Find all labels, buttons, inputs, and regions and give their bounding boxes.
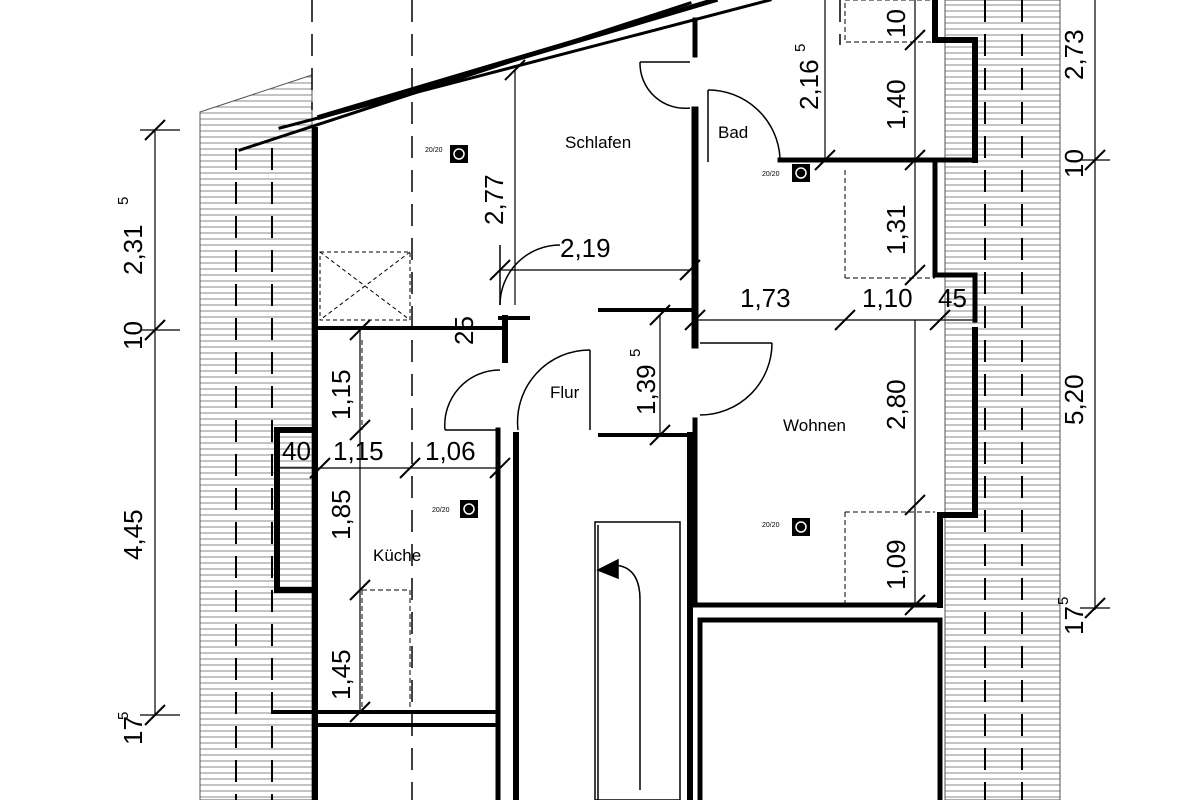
doors [444, 61, 781, 431]
roof-dashed-lines [311, 0, 841, 800]
vent-marker-kueche: 20/20 [432, 500, 478, 518]
dim-right-273: 2,73 [1059, 29, 1089, 80]
dim-kueche-185: 1,85 [326, 489, 356, 540]
dim-left-445: 4,45 [118, 509, 148, 560]
dim-left-10: 10 [118, 321, 148, 350]
room-label-kueche: Küche [373, 546, 421, 565]
opening-lines [361, 0, 936, 712]
dim-wohnen-109: 1,09 [881, 539, 911, 590]
dim-right-175: 17 [1059, 606, 1089, 635]
dim-kueche-145: 1,45 [326, 649, 356, 700]
vent-marker-schlafen: 20/20 [425, 145, 468, 163]
dim-bad-140: 1,40 [881, 79, 911, 130]
dim-kueche-115v: 1,15 [326, 369, 356, 420]
dim-left-175-sup: 5 [115, 712, 132, 720]
dimension-lines [140, 0, 1110, 716]
dim-flur-25: 25 [449, 316, 479, 345]
stair [594, 521, 681, 800]
roof-hatch-right [944, 0, 1061, 800]
dim-top-10: 10 [881, 9, 911, 38]
dim-left-2315-sup: 5 [115, 197, 132, 205]
dim-bad-2165: 2,16 [794, 59, 824, 110]
skylight [319, 251, 411, 321]
dim-wohnen-280: 2,80 [881, 379, 911, 430]
dim-kueche-40: 40 [282, 436, 311, 466]
dim-kueche-106: 1,06 [425, 436, 476, 466]
dim-wohnen-45: 45 [938, 283, 967, 313]
svg-text:20/20: 20/20 [762, 522, 780, 529]
vent-marker-wohnen: 20/20 [762, 518, 810, 536]
dim-right-175-sup: 5 [1055, 597, 1072, 605]
roof-hatch-left [199, 74, 313, 800]
walls [238, 0, 978, 800]
svg-text:20/20: 20/20 [762, 171, 780, 178]
room-label-bad: Bad [718, 123, 748, 142]
dimension-ticks [144, 29, 1106, 726]
room-label-flur: Flur [550, 383, 580, 402]
svg-text:20/20: 20/20 [425, 147, 443, 154]
dim-right-10: 10 [1059, 149, 1089, 178]
dim-schlafen-277: 2,77 [479, 174, 509, 225]
dim-left-2315: 2,31 [118, 224, 148, 275]
dim-right-520: 5,20 [1059, 374, 1089, 425]
dim-flur-1395-sup: 5 [627, 349, 644, 357]
dim-wohnen-110: 1,10 [862, 283, 913, 313]
dim-kueche-115h: 1,15 [333, 436, 384, 466]
dim-left-175: 17 [118, 716, 148, 745]
dim-bad-131: 1,31 [881, 204, 911, 255]
dim-bad-2165-sup: 5 [792, 44, 809, 52]
dim-wohnen-173: 1,73 [740, 283, 791, 313]
dim-schlafen-219: 2,19 [560, 233, 611, 263]
svg-text:20/20: 20/20 [432, 507, 450, 514]
room-label-schlafen: Schlafen [565, 133, 631, 152]
dim-flur-1395: 1,39 [631, 364, 661, 415]
vent-marker-bad: 20/20 [762, 164, 810, 182]
room-label-wohnen: Wohnen [783, 416, 846, 435]
